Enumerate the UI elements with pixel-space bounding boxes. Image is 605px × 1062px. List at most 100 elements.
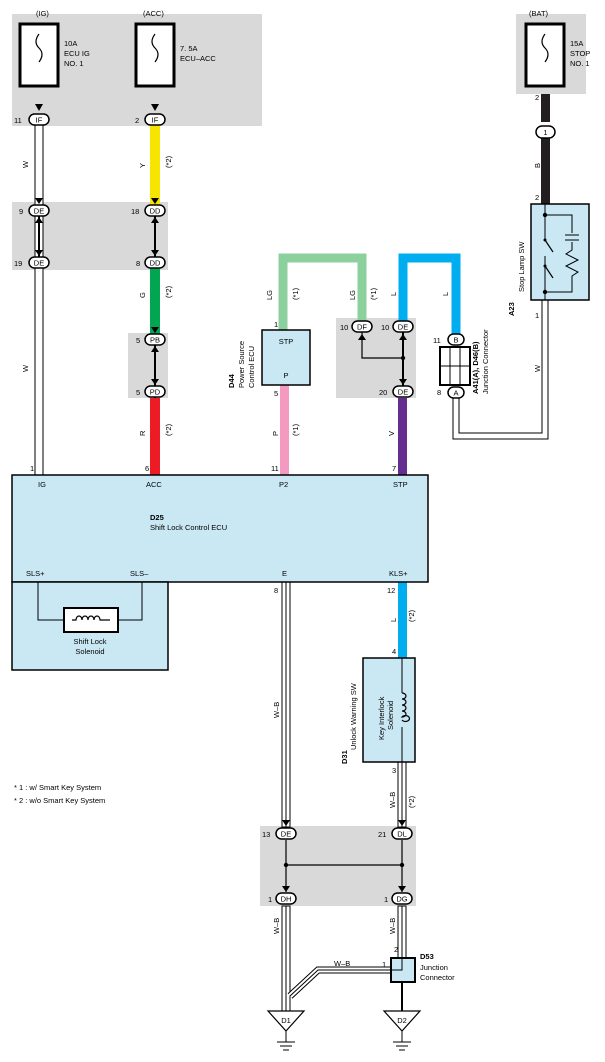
- connector-b: B: [447, 333, 465, 346]
- pin: 19: [14, 259, 22, 268]
- wire-label: W–B: [388, 792, 397, 808]
- wire-label: B: [533, 163, 542, 168]
- wire-wb-d53-d1: [287, 966, 391, 999]
- note-2: * 2 : w/o Smart Key System: [14, 796, 105, 805]
- pin: 12: [387, 586, 395, 595]
- fuse-bat: [524, 22, 566, 88]
- wire-note: (*2): [164, 155, 173, 168]
- a23-code: A23: [507, 302, 516, 316]
- d25-pin-kls: KLS+: [389, 569, 408, 578]
- d53-name2: Connector: [420, 973, 455, 982]
- connector-if-acc: IF: [144, 113, 166, 126]
- connector-if-ig: IF: [28, 113, 50, 126]
- pin: 8: [136, 259, 140, 268]
- solenoid-name2: Solenoid: [75, 647, 104, 656]
- svg-text:DL: DL: [397, 830, 407, 839]
- wire-label: W: [533, 364, 542, 372]
- wire-p-pink: [280, 385, 289, 475]
- connector-dg: DG: [391, 892, 413, 905]
- wire-label: W–B: [334, 959, 350, 968]
- d31-code: D31: [340, 750, 349, 764]
- fuse-bat-name2: NO. 1: [570, 59, 590, 68]
- d53-name1: Junction: [420, 963, 448, 972]
- pin: 5: [274, 389, 278, 398]
- d25-pin-acc: ACC: [146, 480, 162, 489]
- wire-label: L: [389, 618, 398, 622]
- connector-one: 1: [535, 125, 556, 139]
- svg-text:PB: PB: [150, 336, 160, 345]
- pin: 13: [262, 830, 270, 839]
- connector-dd-18: DD: [144, 204, 166, 217]
- fuse-bat-source: (BAT): [529, 9, 549, 18]
- d25-pin-e: E: [282, 569, 287, 578]
- connector-de-19: DE: [28, 256, 50, 269]
- fuse-ig: [18, 22, 60, 88]
- wire-note: (*2): [164, 423, 173, 436]
- key-interlock-solenoid-d31: [362, 657, 416, 763]
- svg-text:DD: DD: [150, 259, 161, 268]
- shift-lock-solenoid: [11, 581, 169, 671]
- fuse-ig-rating: 10A: [64, 39, 77, 48]
- wire-label: LG: [265, 290, 274, 300]
- svg-text:DD: DD: [150, 207, 161, 216]
- note-1: * 1 : w/ Smart Key System: [14, 783, 101, 792]
- d31-inner2: Solenoid: [386, 701, 395, 730]
- wire-b-black-top: [541, 94, 550, 122]
- stop-lamp-switch-a23: [530, 203, 590, 301]
- wire-wb-dg: [397, 905, 407, 959]
- pin: 2: [394, 945, 398, 954]
- wire-l-loop: [398, 253, 461, 334]
- pin: 4: [392, 647, 396, 656]
- fuse-ig-name2: NO. 1: [64, 59, 84, 68]
- pin: 21: [378, 830, 386, 839]
- ecu-d25: [11, 474, 429, 583]
- connector-dd-8: DD: [144, 256, 166, 269]
- ground-d1-label: D1: [281, 1016, 291, 1025]
- pin: 10: [381, 323, 389, 332]
- d25-pin-sls-plus: SLS+: [26, 569, 45, 578]
- d44-code: D44: [227, 373, 236, 388]
- pin: 6: [145, 464, 149, 473]
- wire-note: (*2): [164, 285, 173, 298]
- pin: 11: [271, 464, 279, 473]
- ground-d1: [266, 1010, 306, 1051]
- ground-d2-label: D2: [397, 1016, 407, 1025]
- fuse-acc-rating: 7. 5A: [180, 44, 198, 53]
- wire-wb-d1: [281, 905, 291, 1012]
- svg-text:1: 1: [543, 128, 547, 137]
- a23-name: Stop Lamp SW: [517, 241, 526, 292]
- wire-label: L: [441, 292, 450, 296]
- fuse-ig-source: (IG): [36, 9, 49, 18]
- fuse-acc-source: (ACC): [143, 9, 164, 18]
- wire-v-violet: [398, 398, 407, 475]
- pin: 18: [131, 207, 139, 216]
- d44-name2: Control ECU: [247, 346, 256, 388]
- wire-acc-green: [150, 262, 160, 334]
- wire-label: W–B: [272, 918, 281, 934]
- fuse-acc-name: ECU–ACC: [180, 54, 216, 63]
- arrow-markers: [35, 104, 407, 892]
- svg-text:IF: IF: [36, 116, 43, 125]
- wire-label: W–B: [272, 702, 281, 718]
- wire-b-black: [541, 138, 550, 204]
- fuse-ig-name1: ECU IG: [64, 49, 90, 58]
- svg-text:B: B: [453, 336, 458, 345]
- wire-label: W: [21, 364, 30, 372]
- connector-de-13: DE: [275, 827, 297, 840]
- wire-wb-e: [281, 581, 291, 828]
- d25-pin-p2: P2: [279, 480, 288, 489]
- wire-label: W–B: [388, 918, 397, 934]
- d53-code: D53: [420, 952, 434, 961]
- wire-label: W: [21, 160, 30, 168]
- ecu-d44: STP P: [261, 329, 311, 386]
- svg-text:P: P: [283, 371, 288, 380]
- wire-label: V: [387, 431, 396, 436]
- wire-note: (*2): [407, 609, 416, 622]
- svg-text:DE: DE: [281, 830, 291, 839]
- wire-note: (*1): [369, 287, 378, 300]
- solenoid-name1: Shift Lock: [74, 637, 107, 646]
- pin: 2: [535, 93, 539, 102]
- pin: 1: [274, 320, 278, 329]
- pin: 1: [30, 464, 34, 473]
- svg-text:DE: DE: [398, 323, 408, 332]
